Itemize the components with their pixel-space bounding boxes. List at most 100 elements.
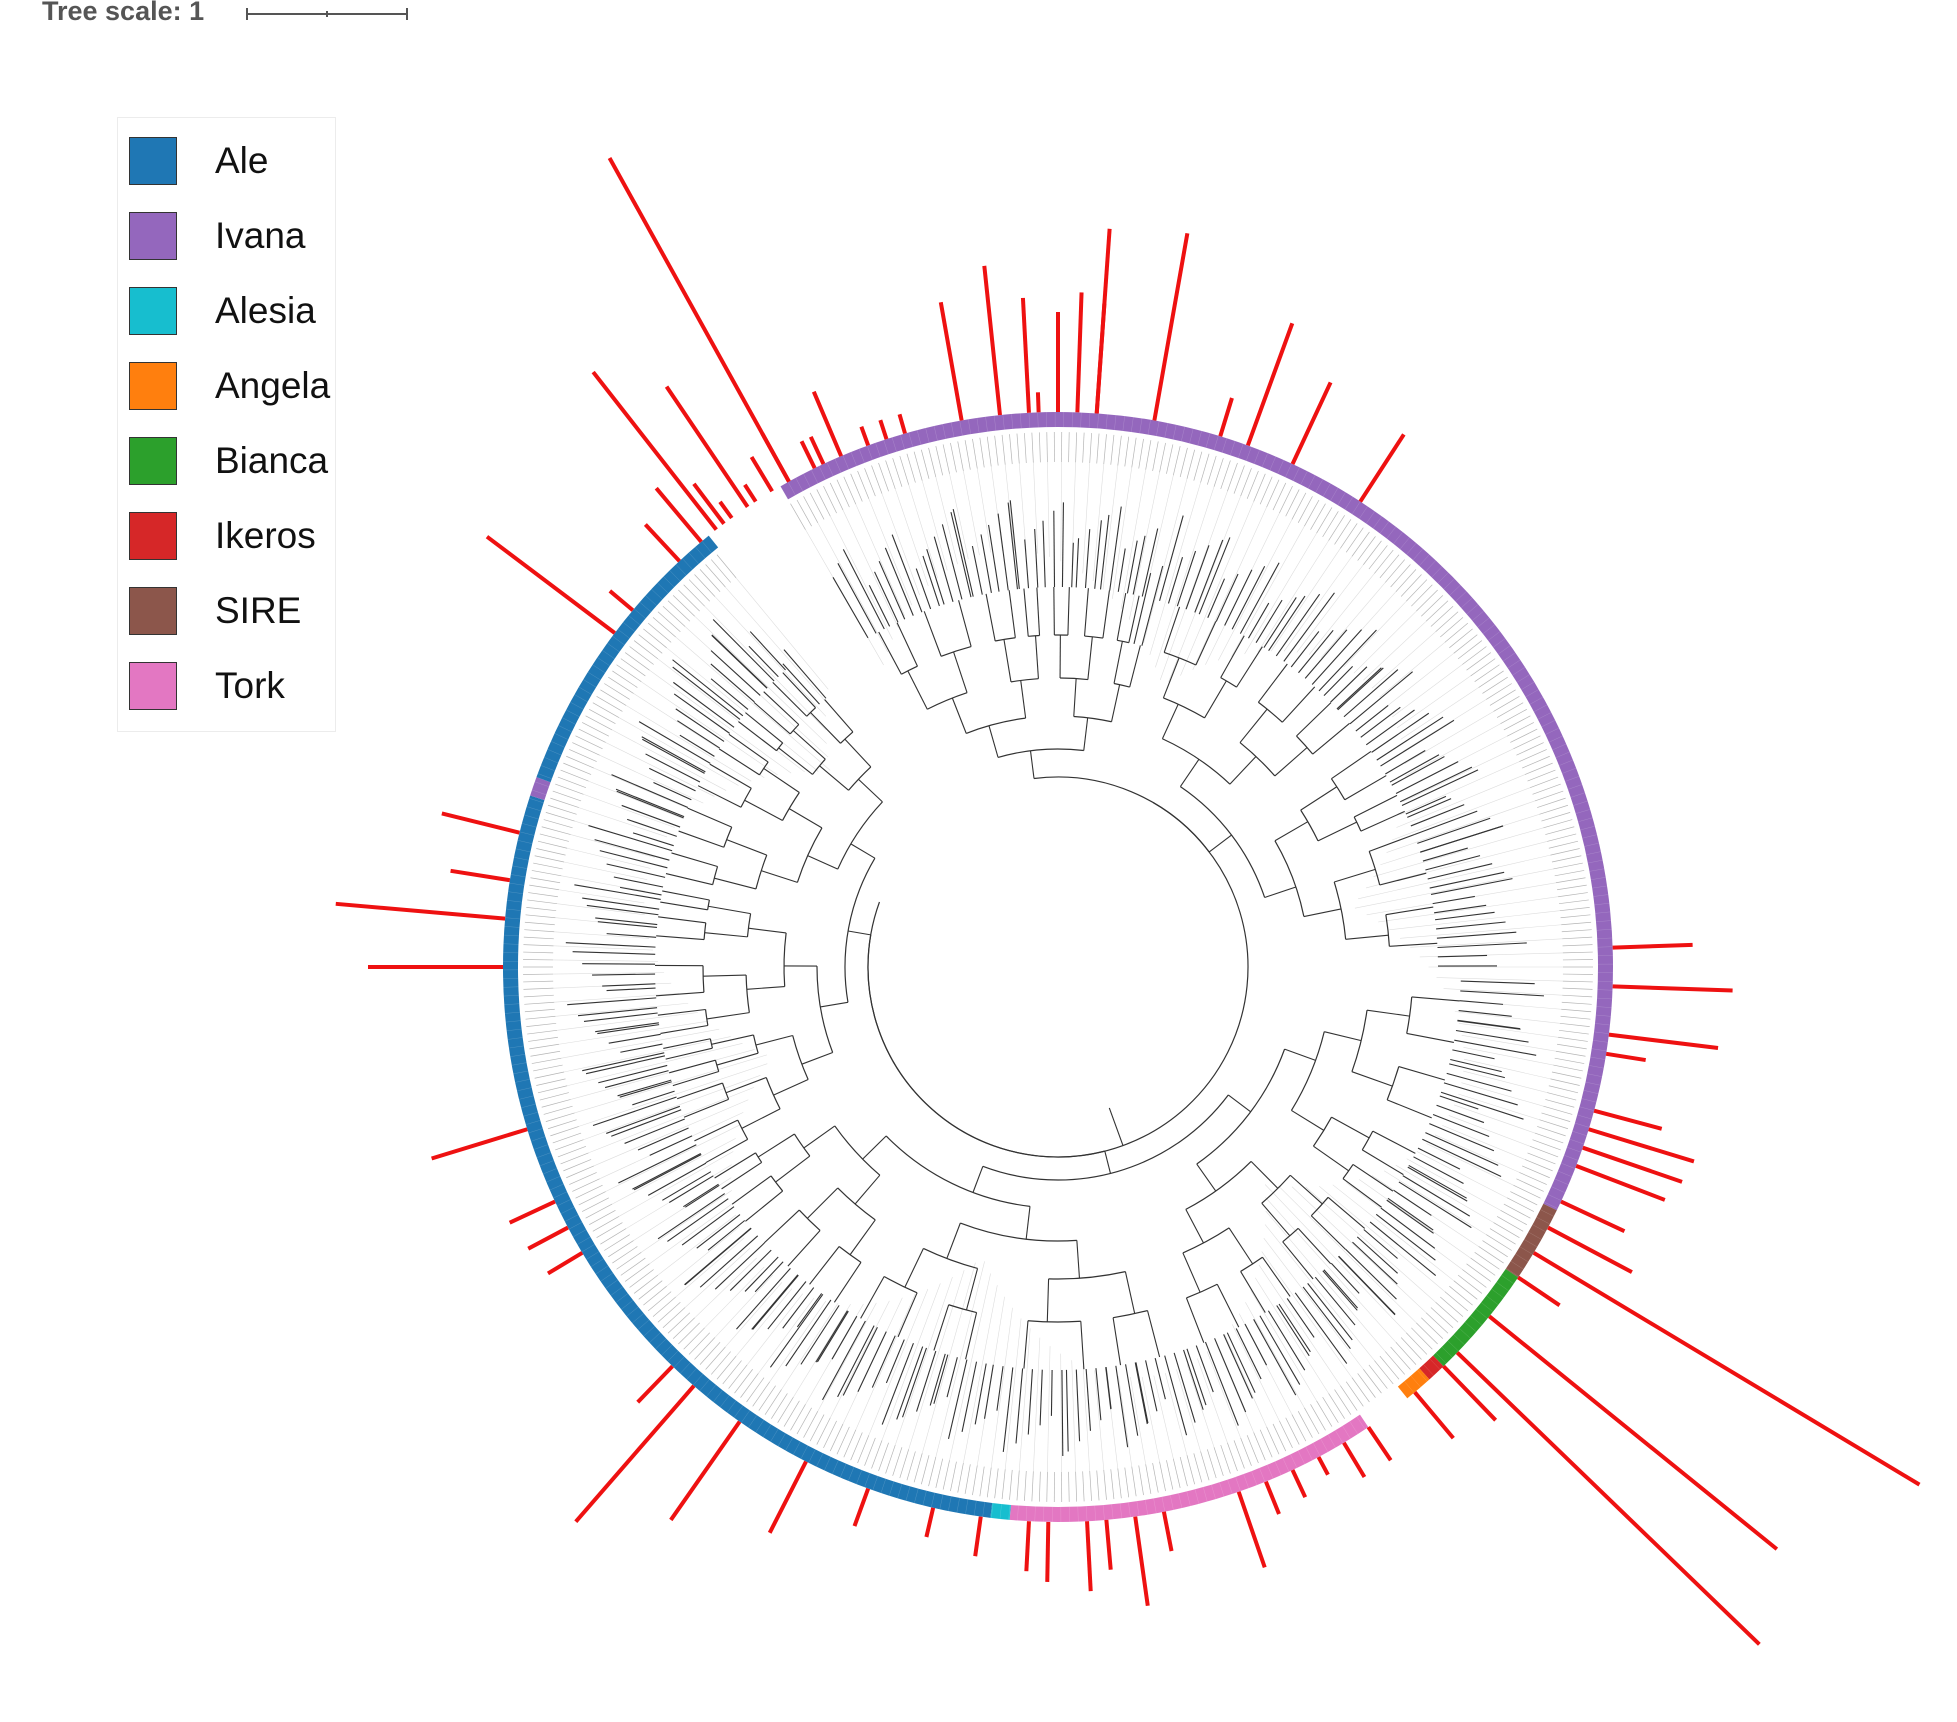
tip-guide-line bbox=[817, 522, 888, 653]
value-bar bbox=[878, 419, 889, 440]
tree-leaf-branch bbox=[1434, 911, 1495, 921]
tip-label bbox=[899, 1449, 910, 1479]
strip-separator bbox=[1595, 911, 1611, 914]
tip-guide-line bbox=[554, 993, 680, 1003]
tip-guide-line bbox=[1389, 910, 1560, 931]
tree-leaf-branch bbox=[1231, 565, 1266, 630]
strip-separator bbox=[950, 422, 955, 438]
tip-label bbox=[1179, 447, 1188, 478]
tip-label bbox=[569, 749, 597, 762]
strip-separator bbox=[583, 679, 597, 688]
tip-label bbox=[722, 1360, 742, 1385]
tree-branch bbox=[1067, 587, 1070, 636]
tree-branch-arc bbox=[746, 913, 752, 937]
tip-label bbox=[589, 1209, 616, 1226]
strip-separator bbox=[622, 622, 635, 632]
strip-separator bbox=[529, 798, 544, 804]
tree-branch-arc bbox=[997, 748, 1084, 758]
tree-leaf-branch bbox=[842, 1327, 878, 1396]
tip-label bbox=[705, 564, 726, 588]
strip-separator bbox=[1221, 438, 1227, 453]
strip-separator bbox=[1419, 554, 1430, 566]
strip-separator bbox=[621, 1300, 634, 1310]
tree-branch bbox=[1289, 1174, 1323, 1205]
tree-branch bbox=[714, 877, 757, 890]
tip-label bbox=[1253, 473, 1266, 502]
tip-guide-line bbox=[1434, 1134, 1520, 1173]
tip-label bbox=[530, 1050, 561, 1057]
tip-label bbox=[592, 702, 620, 718]
legend-item-bianca: Bianca bbox=[129, 437, 329, 487]
tree-leaf-branch bbox=[1259, 1315, 1301, 1385]
value-bar bbox=[1075, 292, 1084, 413]
tree-leaf-branch bbox=[1360, 706, 1401, 738]
tip-label bbox=[994, 435, 999, 466]
tip-label bbox=[678, 589, 700, 612]
tree-leaf-branch bbox=[710, 678, 749, 710]
tree-leaf-branch bbox=[1385, 749, 1426, 775]
tree-leaf-branch bbox=[638, 721, 711, 764]
tree-leaf-branch bbox=[1455, 1029, 1529, 1043]
tree-scale-label: Tree scale: 1 bbox=[42, 0, 205, 26]
tree-branch bbox=[741, 1108, 781, 1129]
tree-branch bbox=[683, 1098, 729, 1118]
tip-label bbox=[524, 921, 555, 926]
tree-branch bbox=[665, 873, 713, 886]
tip-label bbox=[1551, 1071, 1582, 1079]
tree-leaf-branch bbox=[1173, 1352, 1196, 1423]
tip-guide-line bbox=[1305, 1186, 1436, 1303]
tip-label bbox=[1159, 1461, 1166, 1492]
tip-guide-line bbox=[1454, 1011, 1560, 1024]
tree-leaf-branch bbox=[1214, 1338, 1247, 1413]
tip-label bbox=[1462, 646, 1487, 665]
tree-leaf-branch bbox=[1457, 1020, 1521, 1030]
tip-label bbox=[1449, 628, 1473, 649]
tree-branch bbox=[1274, 821, 1309, 842]
strip-separator bbox=[777, 1433, 786, 1447]
value-bar bbox=[692, 482, 726, 525]
value-bar bbox=[982, 265, 1002, 416]
tree-leaf-branch bbox=[598, 1064, 668, 1084]
tip-guide-line bbox=[1102, 465, 1119, 590]
tip-label bbox=[1462, 1269, 1487, 1288]
tree-branch bbox=[1274, 747, 1308, 777]
strip-separator bbox=[506, 900, 522, 903]
tip-label bbox=[1482, 1240, 1508, 1258]
value-bar bbox=[897, 413, 907, 435]
strip-separator bbox=[1569, 1139, 1585, 1145]
strip-separator bbox=[525, 1120, 541, 1125]
strip-separator bbox=[1536, 1217, 1550, 1225]
tip-label bbox=[638, 634, 663, 654]
tree-leaf-branch bbox=[1224, 569, 1253, 626]
tree-branch bbox=[1023, 1320, 1029, 1369]
tip-guide-line bbox=[1291, 1186, 1427, 1313]
tree-branch-arc bbox=[848, 766, 872, 791]
tree-branch bbox=[1291, 1109, 1325, 1131]
tip-label bbox=[1363, 540, 1382, 565]
tip-guide-line bbox=[990, 1307, 1013, 1468]
tree-leaf-branch bbox=[1307, 1283, 1353, 1341]
tree-leaf-branch bbox=[1263, 597, 1297, 648]
tip-guide-line bbox=[1400, 924, 1562, 939]
strip-separator bbox=[1393, 531, 1403, 544]
tree-branch bbox=[965, 1268, 979, 1311]
tree-branch bbox=[662, 890, 710, 901]
strip-separator bbox=[531, 1136, 546, 1142]
tree-leaf-branch bbox=[1410, 804, 1465, 827]
tree-leaf-branch bbox=[685, 1184, 720, 1208]
legend-swatch bbox=[129, 287, 177, 335]
strip-separator bbox=[1564, 1155, 1579, 1161]
tree-branch bbox=[1296, 702, 1332, 737]
tree-leaf-branch bbox=[649, 1135, 693, 1156]
tip-label bbox=[1543, 819, 1573, 829]
tree-leaf-branch bbox=[1352, 1241, 1398, 1285]
tip-label bbox=[1416, 1322, 1438, 1345]
strip-separator bbox=[726, 1400, 737, 1413]
tip-guide-line bbox=[1033, 462, 1039, 554]
tip-guide-line bbox=[793, 1303, 851, 1398]
strip-separator bbox=[699, 1379, 710, 1392]
tree-leaf-branch bbox=[592, 1096, 677, 1127]
tip-label bbox=[523, 951, 554, 954]
tree-branch bbox=[1204, 680, 1227, 719]
tip-guide-line bbox=[1018, 1328, 1031, 1471]
